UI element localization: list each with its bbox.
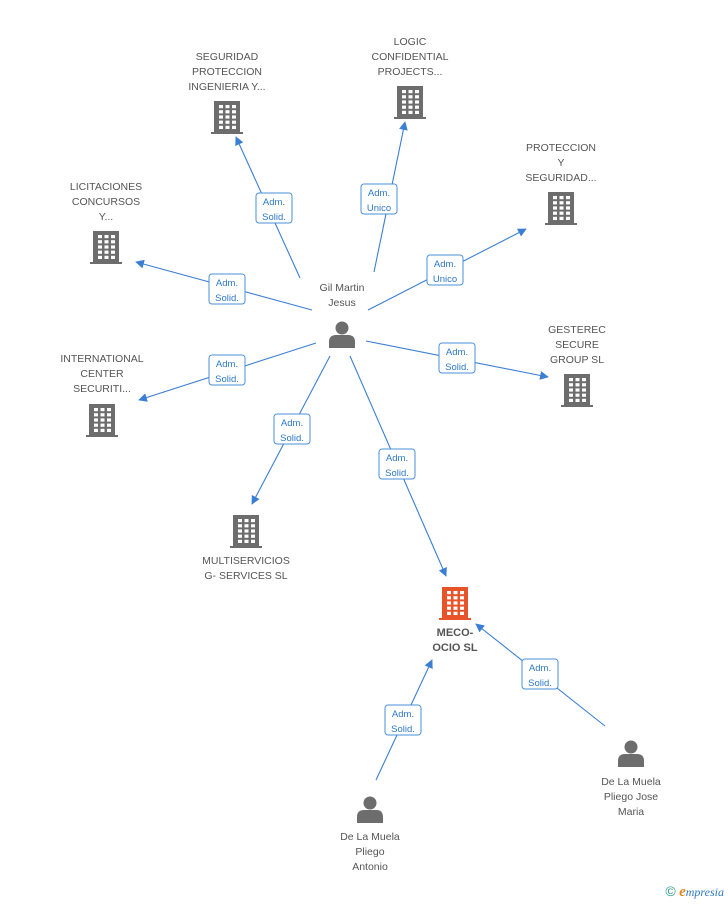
copyright-footer[interactable]: © empresia	[665, 883, 724, 901]
edge-label[interactable]: Adm. Unico	[426, 254, 464, 286]
edge-label-text: Adm.	[368, 188, 390, 199]
node-label-line: PROTECCION	[526, 142, 596, 154]
node-label-line: Antonio	[352, 861, 388, 873]
person-icon	[329, 321, 355, 348]
node-label-line: CENTER	[80, 368, 124, 380]
company-node-seguridad_proteccion[interactable]: SEGURIDAD PROTECCION INGENIERIA Y...	[188, 51, 266, 134]
node-label-line: PROTECCION	[192, 66, 262, 78]
edge-label-text: Solid.	[385, 468, 409, 479]
edge-label-text: Adm.	[434, 259, 456, 270]
company-node-gesterec[interactable]: GESTEREC SECURE GROUP SL	[548, 324, 606, 407]
edge-label-text: Adm.	[216, 359, 238, 370]
node-label-line: LICITACIONES	[70, 181, 142, 193]
node-label-line: SECURITI...	[73, 383, 131, 395]
edge-label-box	[438, 342, 476, 374]
edge-label-box	[273, 413, 311, 445]
edge-label-box	[208, 354, 246, 386]
node-label-line: G- SERVICES SL	[204, 570, 287, 582]
edge-label-text: Solid.	[391, 724, 415, 735]
building-icon	[211, 101, 243, 134]
edge-label[interactable]: Adm. Solid.	[208, 273, 246, 305]
edge-label-text: Adm.	[216, 278, 238, 289]
edge-label-text: Solid.	[215, 374, 239, 385]
company-node-proteccion_seguridad[interactable]: PROTECCION Y SEGURIDAD...	[525, 142, 597, 225]
edge-label-box	[521, 658, 559, 690]
edge-label[interactable]: Adm. Solid.	[438, 342, 476, 374]
node-label-line: De La Muela	[340, 831, 400, 843]
edge-label-text: Unico	[367, 203, 391, 214]
person-icon	[618, 740, 644, 767]
building-icon	[230, 515, 262, 548]
edge-label-text: Unico	[433, 274, 457, 285]
company-node-meco[interactable]: MECO- OCIO SL	[432, 587, 478, 654]
edge-label[interactable]: Adm. Solid.	[255, 192, 293, 224]
edge-label-text: Solid.	[215, 293, 239, 304]
edge-label-text: Adm.	[263, 197, 285, 208]
edge-label-text: Solid.	[262, 212, 286, 223]
company-node-logic[interactable]: LOGIC CONFIDENTIAL PROJECTS...	[371, 36, 449, 119]
edge-label[interactable]: Adm. Unico	[360, 183, 398, 215]
edge-label-text: Adm.	[281, 418, 303, 429]
node-label-line: SEGURIDAD	[196, 51, 259, 63]
empresia-logo-icon: e	[679, 884, 686, 900]
node-label-line: Y...	[99, 211, 113, 223]
node-label-line: INGENIERIA Y...	[188, 81, 265, 93]
edge-label-text: Adm.	[386, 453, 408, 464]
node-label-line: MECO-	[437, 627, 474, 639]
edge-label[interactable]: Adm. Solid.	[208, 354, 246, 386]
edge-label-box	[426, 254, 464, 286]
building-icon	[545, 192, 577, 225]
node-label-line: OCIO SL	[432, 642, 478, 654]
edge-label[interactable]: Adm. Solid.	[521, 658, 559, 690]
node-label-line: GROUP SL	[550, 354, 604, 366]
company-node-licitaciones[interactable]: LICITACIONES CONCURSOS Y...	[70, 181, 142, 264]
node-label-line: De La Muela	[601, 776, 661, 788]
node-label-line: Pliego Jose	[604, 791, 658, 803]
edge-label-box	[378, 448, 416, 480]
building-icon	[394, 86, 426, 119]
node-label-line: Maria	[618, 806, 644, 818]
edge-label-text: Adm.	[392, 709, 414, 720]
edge-label[interactable]: Adm. Solid.	[384, 704, 422, 736]
node-label-line: Jesus	[328, 297, 355, 309]
building-icon	[439, 587, 471, 620]
node-label-line: SEGURIDAD...	[525, 172, 596, 184]
edge-label-text: Adm.	[529, 663, 551, 674]
edge-label-text: Solid.	[528, 678, 552, 689]
node-label-line: GESTEREC	[548, 324, 606, 336]
edge-label-box	[208, 273, 246, 305]
edge-labels-layer: Adm.Solid.Adm.UnicoAdm.UnicoAdm.Solid.Ad…	[208, 183, 559, 736]
company-node-multiservicios[interactable]: MULTISERVICIOS G- SERVICES SL	[202, 515, 290, 582]
node-label-line: INTERNATIONAL	[60, 353, 143, 365]
node-label-line: MULTISERVICIOS	[202, 555, 290, 567]
edge-label-box	[360, 183, 398, 215]
brand-name: mpresia	[685, 885, 724, 899]
node-label-line: Pliego	[355, 846, 384, 858]
building-icon	[86, 404, 118, 437]
edge-label[interactable]: Adm. Solid.	[273, 413, 311, 445]
edge-label-text: Solid.	[445, 362, 469, 373]
edge-label-text: Solid.	[280, 433, 304, 444]
person-icon	[357, 796, 383, 823]
building-icon	[90, 231, 122, 264]
edge-label-text: Adm.	[446, 347, 468, 358]
node-label-line: Gil Martin	[320, 282, 365, 294]
edge-label-box	[384, 704, 422, 736]
edge-label[interactable]: Adm. Solid.	[378, 448, 416, 480]
edge-label-box	[255, 192, 293, 224]
node-label-line: CONCURSOS	[72, 196, 140, 208]
company-node-international[interactable]: INTERNATIONAL CENTER SECURITI...	[60, 353, 144, 437]
building-icon	[561, 374, 593, 407]
node-label-line: LOGIC	[394, 36, 427, 48]
copyright-icon: ©	[665, 883, 676, 899]
node-label-line: PROJECTS...	[378, 66, 443, 78]
node-label-line: SECURE	[555, 339, 599, 351]
node-label-line: Y	[557, 157, 564, 169]
node-label-line: CONFIDENTIAL	[371, 51, 448, 63]
